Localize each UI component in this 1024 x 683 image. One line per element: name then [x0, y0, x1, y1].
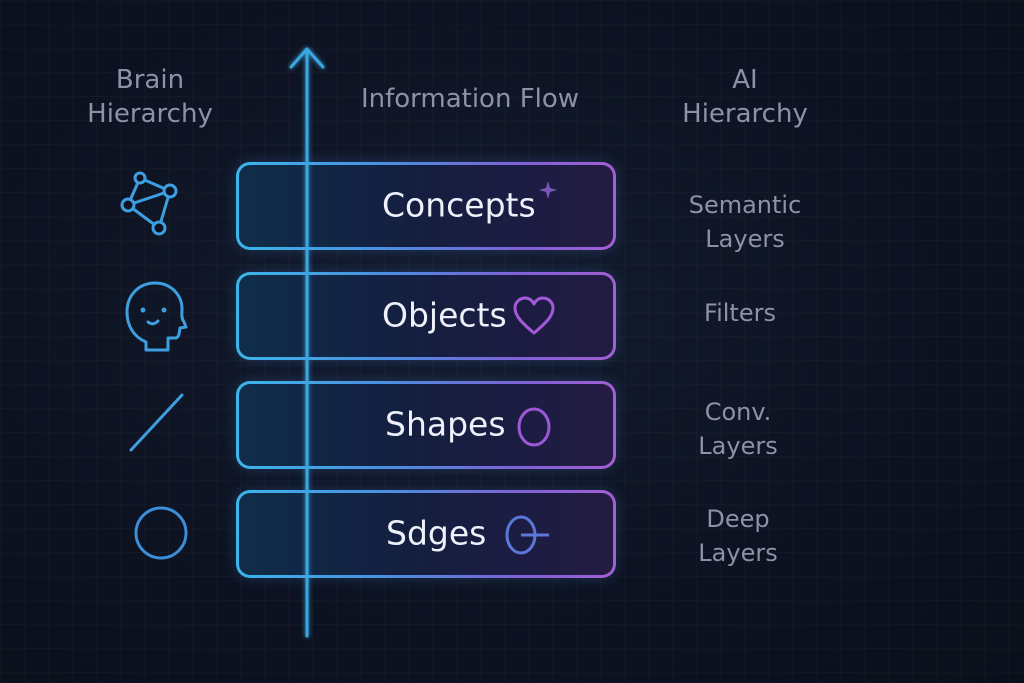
ai-label-line1: Conv. [704, 398, 772, 426]
layer-box-shapes: Shapes [236, 381, 616, 469]
ai-label-deep-layers: Deep Layers [648, 502, 828, 570]
layer-box-concepts: Concepts [236, 162, 616, 250]
sparkle-icon [539, 181, 557, 199]
brain-header-line1: Brain [115, 65, 185, 95]
brain-hierarchy-header: Brain Hierarchy [60, 63, 240, 131]
layer-label: Sdges [386, 513, 487, 553]
ai-header-line1: AI [732, 65, 758, 95]
layer-box-objects: Objects [236, 272, 616, 360]
network-graph-icon [120, 171, 178, 236]
circle-icon [134, 506, 188, 560]
information-flow-header: Information Flow [360, 84, 580, 114]
line-icon [129, 393, 184, 452]
heart-icon [513, 296, 555, 335]
ai-label-line2: Layers [698, 432, 778, 460]
layer-label: Objects [382, 295, 507, 335]
ai-label-line1: Deep [706, 505, 770, 533]
ai-label-conv-layers: Conv. Layers [648, 395, 828, 463]
ai-hierarchy-header: AI Hierarchy [650, 63, 840, 131]
layer-label: Shapes [385, 404, 506, 444]
ai-label-line1: Semantic [688, 191, 802, 219]
ai-header-line2: Hierarchy [682, 99, 808, 129]
ai-label-line1: Filters [704, 299, 776, 327]
ai-label-filters: Filters [650, 296, 830, 330]
head-profile-icon [125, 281, 188, 352]
brain-header-line2: Hierarchy [87, 99, 213, 129]
ai-label-line2: Layers [698, 539, 778, 567]
ai-label-line2: Layers [705, 225, 785, 253]
circle-icon [517, 407, 551, 447]
layer-label: Concepts [382, 185, 536, 225]
circle-with-line-icon [505, 515, 549, 555]
layer-box-edges: Sdges [236, 490, 616, 578]
ai-label-semantic-layers: Semantic Layers [655, 188, 835, 256]
